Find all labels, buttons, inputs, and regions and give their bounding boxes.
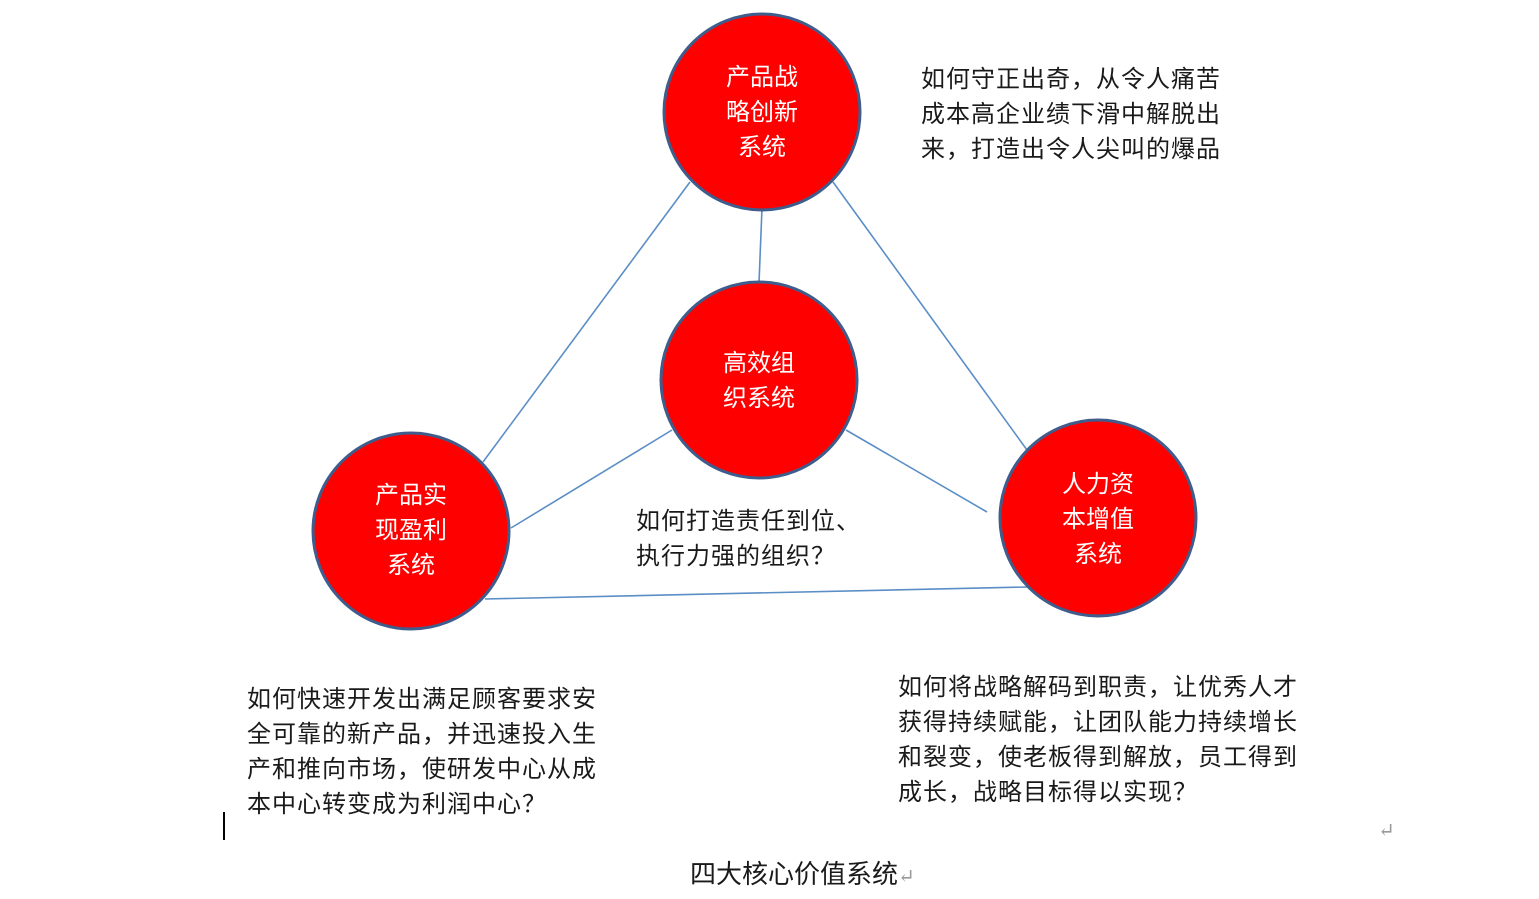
caption-text: 四大核心价值系统 — [690, 860, 899, 890]
note-human-capital: 如何将战略解码到职责，让优秀人才 获得持续赋能，让团队能力持续增长 和裂变，使老… — [898, 673, 1298, 806]
connector-top-center — [758, 207, 763, 284]
node-circle-human-capital — [998, 418, 1198, 618]
node-label-human-capital: 人力资 本增值 系统 — [1062, 470, 1134, 568]
note-product-strategy: 如何守正出奇，从令人痛苦 成本高企业绩下滑中解脱出 来，打造出令人尖叫的爆品 — [921, 65, 1221, 163]
text-cursor — [223, 812, 225, 840]
caption-paragraph-mark: ↵ — [898, 864, 915, 888]
connector-top-left — [482, 181, 691, 463]
node-label-product-profit: 产品实 现盈利 系统 — [375, 481, 447, 579]
diagram-caption: 四大核心价值系统↵ — [690, 857, 915, 894]
node-circle-product-strategy — [662, 12, 862, 212]
note-organization: 如何打造责任到位、 执行力强的组织？ — [636, 507, 861, 570]
node-circle-organization — [659, 280, 859, 480]
connector-top-right — [832, 181, 1028, 451]
connector-center-right — [845, 429, 988, 513]
node-label-organization: 高效组 织系统 — [723, 349, 795, 412]
connector-left-right — [484, 586, 1028, 600]
connector-center-left — [510, 429, 673, 529]
note-product-profit: 如何快速开发出满足顾客要求安 全可靠的新产品，并迅速投入生 产和推向市场，使研发… — [247, 685, 597, 818]
node-circle-product-profit — [311, 431, 511, 631]
node-label-product-strategy: 产品战 略创新 系统 — [726, 63, 798, 161]
paragraph-mark: ↵ — [1378, 818, 1395, 842]
